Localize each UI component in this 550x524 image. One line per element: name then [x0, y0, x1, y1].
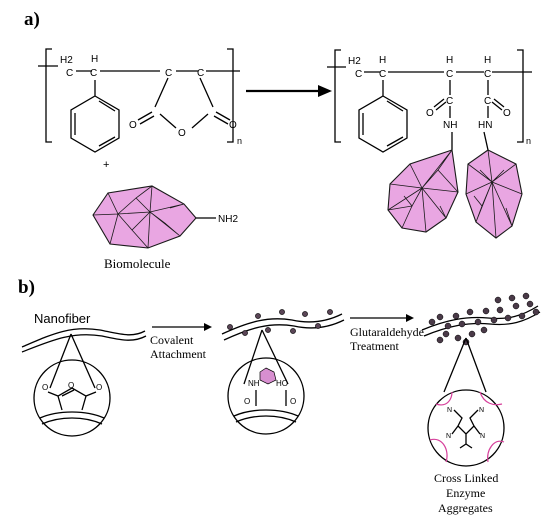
product-right-bracket — [517, 49, 524, 143]
benzene-ring — [70, 80, 120, 153]
zoom-circle-1 — [33, 359, 111, 437]
crosslink-n: N — [479, 407, 484, 414]
h-atom: H — [379, 55, 386, 66]
c-atom: C — [66, 68, 73, 79]
enzyme-aggregate-dots — [428, 292, 540, 346]
enzyme-dots — [227, 309, 333, 336]
reactant-polymer: H2 C H C C C O O O n — [38, 48, 242, 153]
result-line2: Enzyme — [446, 486, 485, 500]
left-bracket — [45, 48, 52, 143]
c-atom: C — [379, 69, 386, 80]
step-arrow-1: Covalent Attachment — [150, 323, 212, 361]
biomolecule-crystal: NH2 — [92, 185, 238, 249]
plus-sign: + — [103, 159, 109, 171]
detail-nh: NH — [248, 379, 260, 388]
repeat-subscript: n — [237, 136, 242, 146]
result-line1: Cross Linked — [434, 471, 498, 485]
anhydride-o: O — [42, 383, 48, 392]
c-atom: C — [197, 68, 204, 79]
nh-label: NH — [443, 120, 457, 131]
step-arrow-2: Glutaraldehyde Treatment — [350, 314, 424, 353]
panel-b-label: b) — [18, 277, 35, 298]
nanofiber-with-enzymes: NH HO O O — [221, 309, 345, 435]
c-atom: C — [90, 68, 97, 79]
zoom-circle-2 — [227, 357, 305, 435]
c-atom: C — [446, 96, 453, 107]
enzyme-boundaries — [429, 391, 505, 463]
crosslinked-fiber: N N N N — [421, 292, 541, 467]
o-atom: O — [229, 120, 237, 131]
o-atom: O — [426, 108, 434, 119]
benzene-inner-bonds — [74, 100, 116, 147]
product-repeat-subscript: n — [526, 136, 531, 146]
attached-enzyme-left — [387, 149, 459, 233]
crosslink-n: N — [480, 433, 485, 440]
product-polymer: H2 C H C H C H C C C O O NH HN n — [327, 49, 532, 239]
crosslink-n: N — [446, 433, 451, 440]
nanofiber-label: Nanofiber — [34, 311, 91, 326]
carbonyl-bonds — [137, 111, 231, 125]
c-atom: C — [165, 68, 172, 79]
h-atom: H — [91, 54, 98, 65]
right-bracket — [227, 48, 234, 143]
c-atom: C — [484, 69, 491, 80]
anhydride-ring — [154, 77, 214, 129]
polymer-backbone — [38, 65, 240, 72]
h-atom: H — [484, 55, 491, 66]
product-left-bracket — [334, 49, 341, 143]
c-atom: C — [484, 96, 491, 107]
o-atom: O — [129, 120, 137, 131]
anhydride-o: O — [68, 381, 74, 390]
zoom-circle-3 — [427, 389, 505, 467]
detail-ho: HO — [276, 379, 288, 388]
step2-line2: Treatment — [350, 339, 400, 353]
detail-o: O — [290, 397, 296, 406]
attached-enzyme-right — [465, 149, 523, 239]
o-atom: O — [178, 128, 186, 139]
hn-label: HN — [478, 120, 492, 131]
step1-line2: Attachment — [150, 347, 207, 361]
panel-a-label: a) — [24, 9, 40, 30]
product-h2-label: H2 — [348, 56, 361, 67]
result-line3: Aggregates — [438, 501, 493, 515]
biomolecule-label: Biomolecule — [104, 256, 171, 271]
detail-o: O — [244, 397, 250, 406]
nh2-group: NH2 — [218, 214, 238, 225]
c-atom: C — [355, 69, 362, 80]
step2-line1: Glutaraldehyde — [350, 325, 424, 339]
step1-line1: Covalent — [150, 333, 194, 347]
nanofiber-bare: Nanofiber O O O — [21, 311, 147, 437]
reaction-arrow — [246, 85, 332, 97]
o-atom: O — [503, 108, 511, 119]
c-atom: C — [446, 69, 453, 80]
h2-label: H2 — [60, 55, 73, 66]
anhydride-o: O — [96, 383, 102, 392]
h-atom: H — [446, 55, 453, 66]
crosslink-n: N — [447, 407, 452, 414]
